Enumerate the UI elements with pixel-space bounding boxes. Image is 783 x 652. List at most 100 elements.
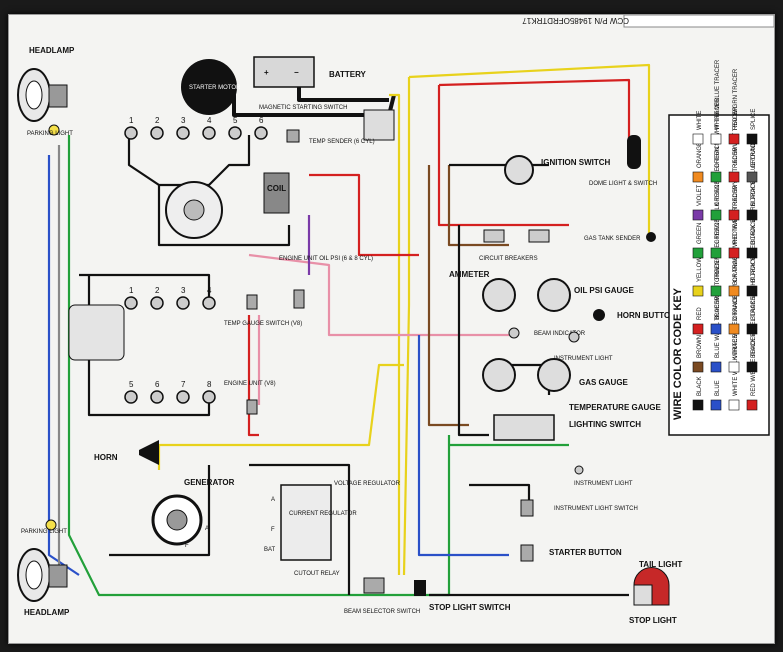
ammeter-label: AMMETER [449,270,490,279]
lower-terminal-label: 7 [181,380,186,389]
key-swatch [728,361,740,373]
voltage-regulator-label: VOLTAGE REGULATOR [334,481,401,487]
distributor-cap [183,199,205,221]
lower-terminal-4 [202,390,216,404]
middle-terminal-label: 3 [181,286,186,295]
wire-harness [47,63,651,597]
top-terminal-label: 2 [155,116,160,125]
key-label: GREEN W/WHT TRACER [715,97,721,168]
lower-terminal-label: 6 [155,380,160,389]
top-terminal-label: 3 [181,116,186,125]
horn [139,440,159,465]
key-label: WHITE [697,111,703,130]
top-terminal-label: 5 [233,116,238,125]
key-swatch [728,247,740,259]
temperature-gauge-label: TEMPERATURE GAUGE [569,403,662,412]
oil-psi-gauge [537,278,571,312]
tail-light-label: TAIL LIGHT [639,560,682,569]
battery-label: BATTERY [329,70,367,79]
magnetic-switch-label: MAGNETIC STARTING SWITCH [259,105,347,111]
key-label: BLACK [697,376,703,396]
key-swatch [728,285,740,297]
temp-sender [286,129,300,143]
key-swatch [746,399,758,411]
key-swatch [746,133,758,145]
wire-black-2 [157,185,291,247]
generator-hub [166,509,188,531]
key-swatch [746,247,758,259]
instrument-light-label: INSTRUMENT LIGHT [554,356,613,362]
lighting-switch-label: LIGHTING SWITCH [569,420,641,429]
key-label: BLACK W/BLUE TRACER [751,135,757,206]
generator-label: GENERATOR [184,478,235,487]
ignition-switch[interactable] [504,155,534,185]
instrument-light-switch[interactable] [520,499,534,517]
wire-yellow-4 [389,93,401,575]
lower-terminal-1 [124,390,138,404]
cutout-relay-label: CUTOUT RELAY [294,571,340,577]
stop-light-switch[interactable] [414,580,426,596]
temperature-gauge [537,358,571,392]
wire-blue-2 [417,335,509,557]
wiring-diagram: CCW P/N 19485OFRDTRK17 [17,15,774,625]
key-swatch [728,209,740,221]
headlamp-bottom [17,548,68,602]
lighting-switch[interactable] [493,414,555,441]
key-swatch [692,133,704,145]
key-swatch [746,171,758,183]
starter-button-label: STARTER BUTTON [549,548,622,557]
wire-red-1 [438,78,631,145]
horn-button[interactable] [593,309,605,321]
key-label: YELLOW [697,257,703,282]
key-label: BLACK W/WHT TRACER [751,251,757,320]
parking-light-top-label: PARKING LIGHT [27,131,73,137]
key-swatch [692,323,704,335]
junction-block [68,304,125,361]
stop-light-label: STOP LIGHT [629,616,677,625]
key-swatch [746,323,758,335]
parking-light-bottom-label: PARKING LIGHT [21,529,67,535]
dome-light-label: DOME LIGHT & SWITCH [589,181,657,187]
parking-light-bottom [45,519,57,531]
stop-light-switch-label: STOP LIGHT SWITCH [429,603,511,612]
instrument-light-2-label: INSTRUMENT LIGHT [574,481,633,487]
generator-f: F [185,543,189,549]
middle-terminal-label: 4 [207,286,212,295]
middle-terminal-2 [150,296,164,310]
wire-red-3 [309,173,419,257]
part-number: CCW P/N 19485OFRDTRK17 [522,16,629,25]
key-swatch [710,133,722,145]
top-terminal-label: 6 [259,116,264,125]
beam-selector-switch[interactable] [363,577,385,594]
key-label: GREEN W/RED TRACER [715,136,721,206]
key-swatch [728,399,740,411]
beam-indicator-label: BEAM INDICATOR [534,331,586,337]
engine-unit-label: ENGINE UNIT OIL PSI (6 & 8 CYL) [279,256,373,262]
lower-terminal-label: 8 [207,380,212,389]
instrument-light [568,331,580,343]
middle-terminal-4 [202,296,216,310]
top-terminal-3 [176,126,190,140]
horn-label: HORN [94,453,118,462]
engine-unit-v8-label: ENGINE UNIT (V8) [224,381,276,387]
engine-unit-v8 [246,399,258,415]
instrument-light-switch-label: INSTRUMENT LIGHT SWITCH [554,506,638,512]
top-terminal-1 [124,126,138,140]
key-swatch [710,323,722,335]
generator-a: A [205,526,209,532]
battery-minus: − [294,68,299,77]
key-label: BLACK W/GRN TRACER [751,175,757,244]
key-label: RED W/GRN TRACER [733,68,739,130]
key-swatch [746,285,758,297]
key-label: VIOLET [697,184,703,206]
key-swatch [692,285,704,297]
magnetic-starting-switch [363,109,395,141]
circuit-breakers-label: CIRCUIT BREAKERS [479,256,538,262]
gas-tank-sender [646,232,656,242]
wire-brown-1 [427,165,469,427]
starter-button[interactable] [520,544,534,562]
lower-terminal-3 [176,390,190,404]
